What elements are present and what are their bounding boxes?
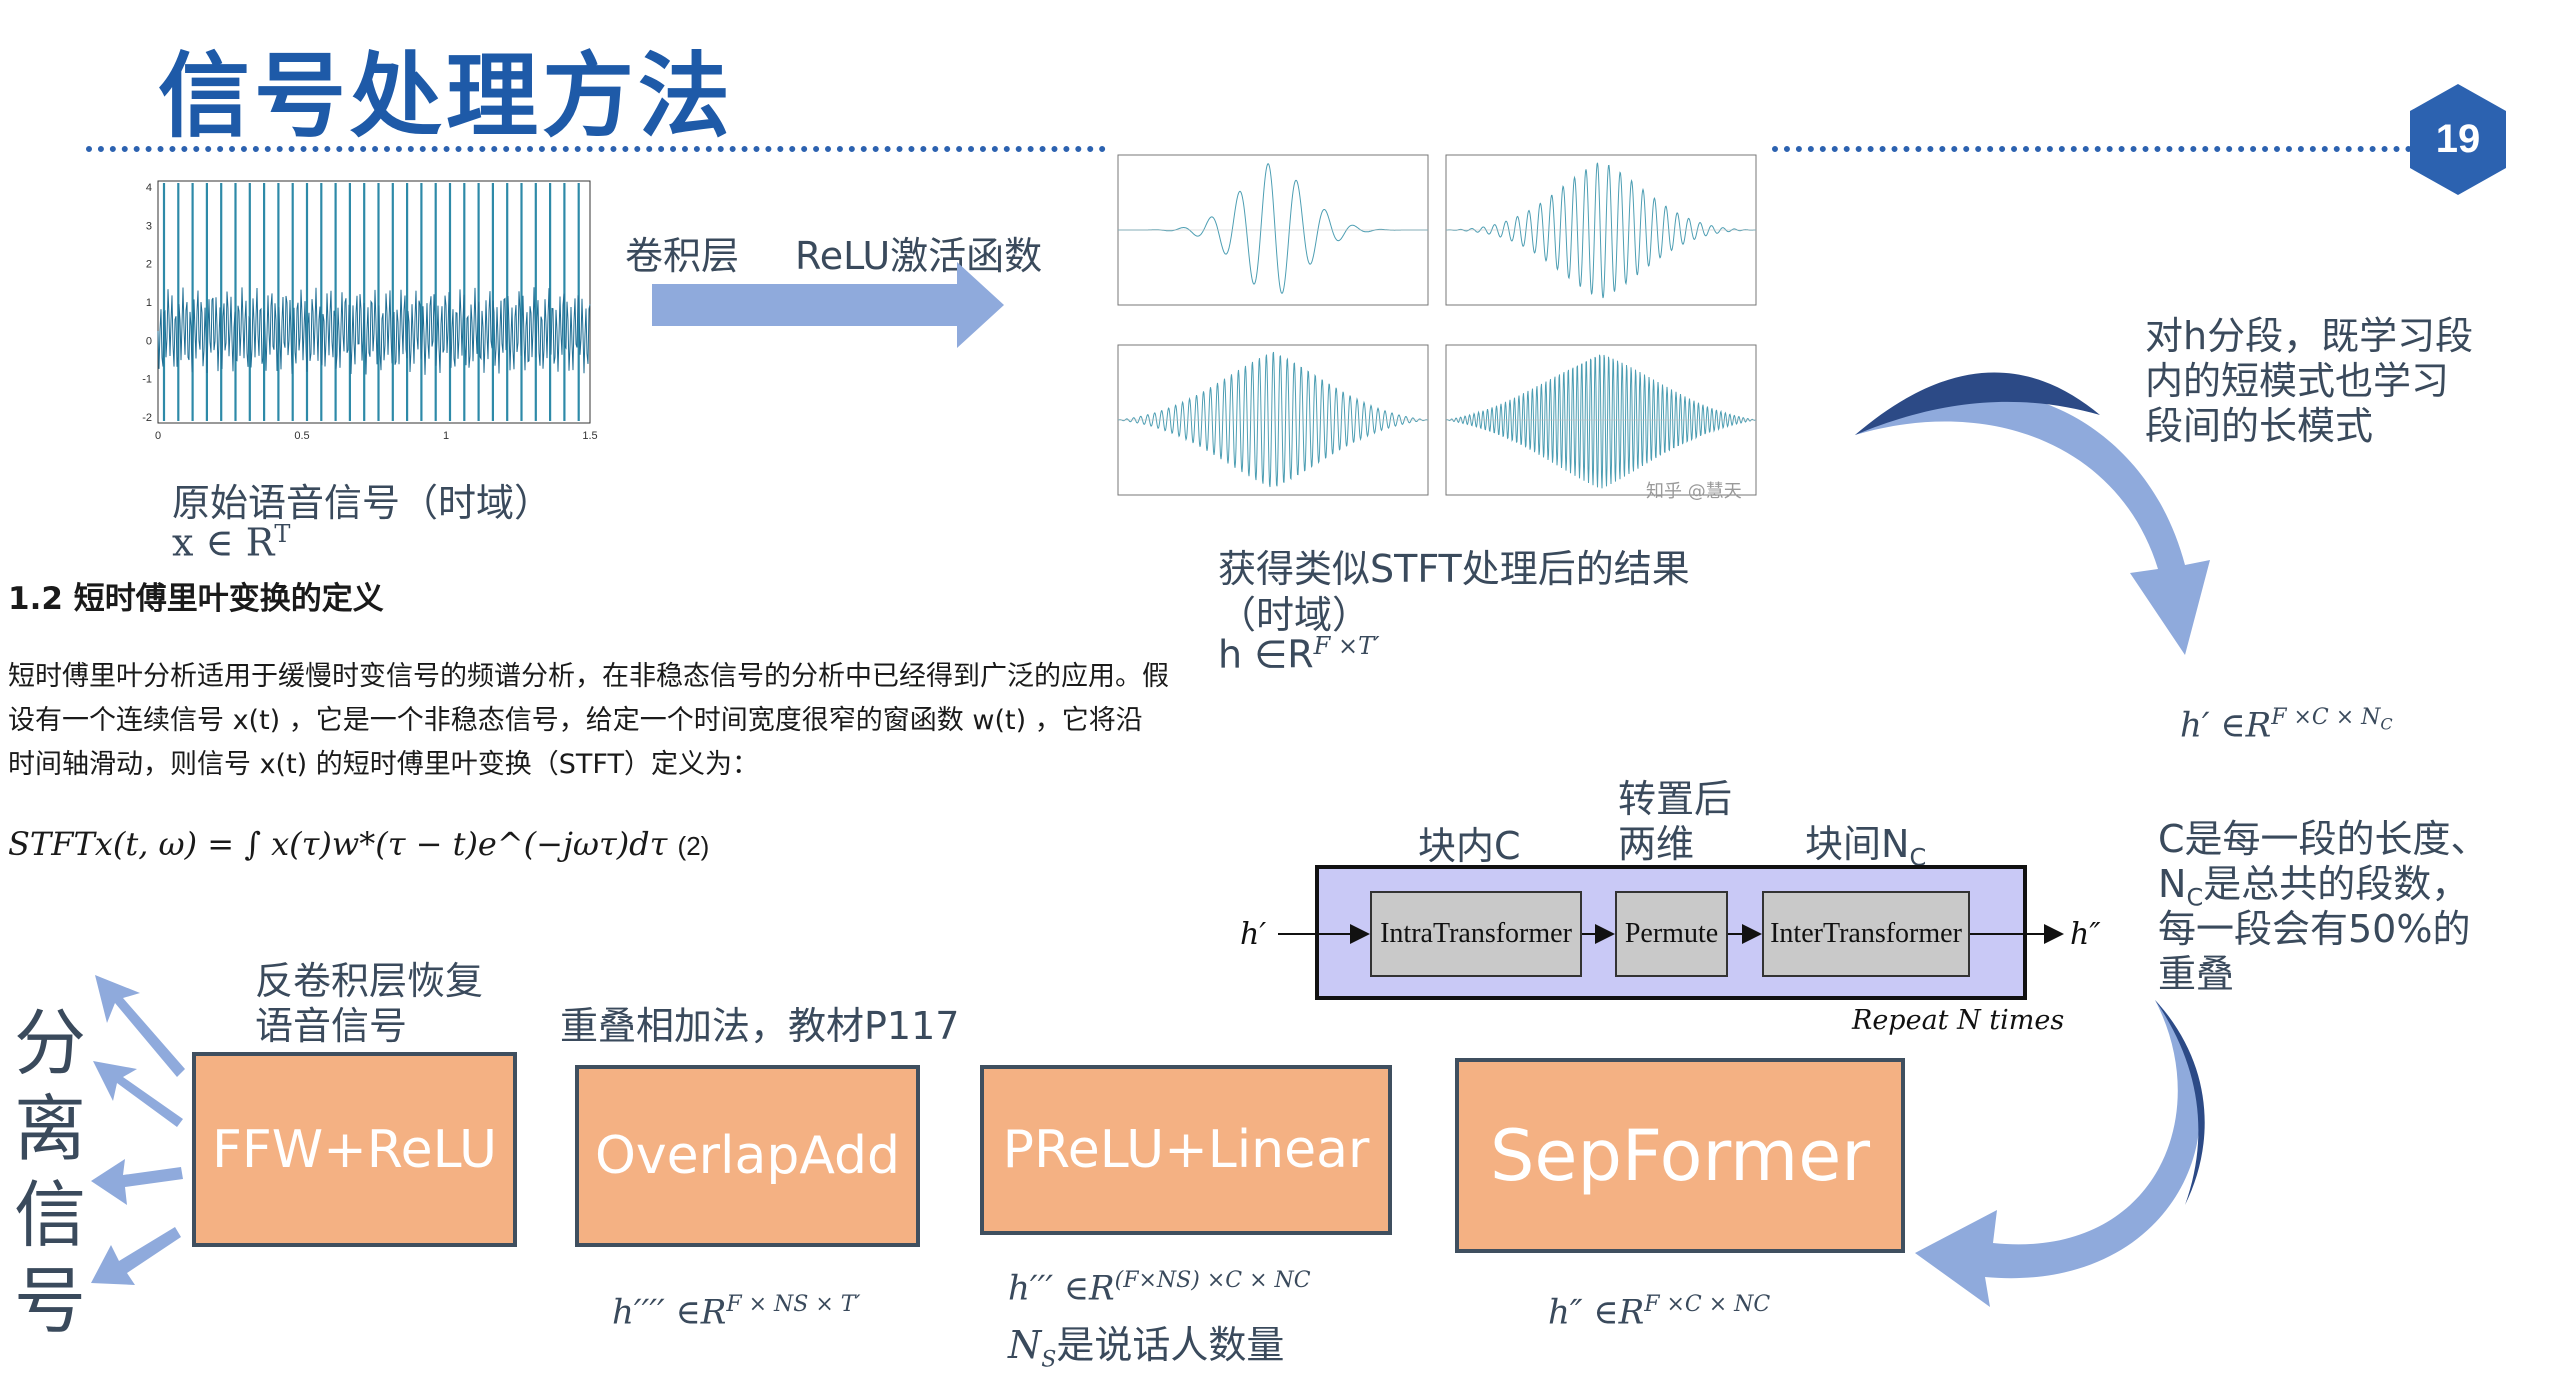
sepformer-input-label: h′ bbox=[1240, 917, 1267, 952]
x-tick-label: 1 bbox=[443, 430, 449, 442]
curved-arrow-icon-bottom bbox=[1915, 1000, 2205, 1307]
formula-h4: h′′′′ ∈RF × NS × T′ bbox=[612, 1292, 861, 1333]
y-tick-label: -2 bbox=[142, 412, 152, 424]
title-divider-right bbox=[1772, 146, 2412, 152]
y-tick-label: -1 bbox=[142, 374, 152, 386]
page-title: 信号处理方法 bbox=[158, 43, 735, 150]
sepformer-block: SepFormer bbox=[1455, 1058, 1905, 1253]
x-tick-label: 0.5 bbox=[294, 430, 309, 442]
prelu-linear-block: PReLU+Linear bbox=[980, 1065, 1392, 1235]
ffw-relu-block: FFW+ReLU bbox=[192, 1052, 517, 1247]
y-tick-label: 2 bbox=[146, 259, 152, 271]
speaker-count-note: NS是说话人数量 bbox=[1008, 1323, 1285, 1373]
page-number-badge: 19 bbox=[2408, 82, 2508, 197]
raw-signal-caption: 原始语音信号（时域） bbox=[172, 481, 553, 525]
watermark: 知乎 @慧天 bbox=[1646, 481, 1742, 502]
sepformer-flow-arrows bbox=[1278, 924, 2064, 944]
conv-arrow-icon bbox=[652, 262, 1004, 348]
chunk-note-line4: 重叠 bbox=[2158, 952, 2235, 996]
ffw-note-line1: 反卷积层恢复 bbox=[255, 959, 484, 1003]
stft-caption-line2: （时域） bbox=[1218, 593, 1371, 637]
chunk-note-line3: 每一段会有50%的 bbox=[2158, 907, 2471, 951]
intra-chunk-label: 块内C bbox=[1418, 824, 1521, 868]
y-tick-label: 4 bbox=[146, 182, 152, 194]
stft-equation: STFTx(t, ω) = ∫ x(τ)w*(τ − t)e^(−jωτ)dτ … bbox=[8, 825, 710, 863]
repeat-label: Repeat N times bbox=[1852, 1005, 2065, 1036]
doc-heading: 1.2 短时傅里叶变换的定义 bbox=[8, 581, 384, 617]
segment-note-line1: 对h分段，既学习段 bbox=[2145, 314, 2474, 358]
y-tick-label: 3 bbox=[146, 220, 152, 232]
segment-note-line3: 段间的长模式 bbox=[2145, 404, 2374, 448]
chunk-note-line2: NC是总共的段数， bbox=[2158, 862, 2470, 912]
overlap-add-block: OverlapAdd bbox=[575, 1065, 920, 1247]
transpose-label-line2: 两维 bbox=[1618, 822, 1695, 866]
y-tick-label: 1 bbox=[146, 297, 152, 309]
segment-note-line2: 内的短模式也学习 bbox=[2145, 359, 2450, 403]
transpose-label-line1: 转置后 bbox=[1618, 777, 1733, 821]
conv-layer-label: 卷积层 bbox=[625, 234, 740, 278]
curved-arrow-icon-top bbox=[1855, 372, 2210, 655]
sepformer-output-label: h″ bbox=[2070, 917, 2101, 952]
output-arrows-icon bbox=[91, 975, 185, 1285]
overlap-note: 重叠相加法，教材P117 bbox=[560, 1004, 960, 1048]
segment-formula: h′ ∈RF ×C × NC bbox=[2180, 705, 2393, 746]
ffw-note-line2: 语音信号 bbox=[255, 1004, 408, 1048]
page-number: 19 bbox=[2435, 117, 2481, 161]
inter-transformer-block: InterTransformer bbox=[1762, 891, 1970, 977]
stft-formula: h ∈RF ×T′ bbox=[1218, 632, 1380, 677]
raw-signal-formula: x ∈ RT bbox=[172, 520, 291, 565]
x-tick-label: 0 bbox=[155, 430, 161, 442]
doc-paragraph-line3: 时间轴滑动，则信号 x(t) 的短时傅里叶变换（STFT）定义为： bbox=[8, 749, 759, 780]
relu-label: ReLU激活函数 bbox=[795, 234, 1043, 278]
x-tick-label: 1.5 bbox=[582, 430, 597, 442]
formula-h3: h′′′ ∈R(F×NS) ×C × NC bbox=[1008, 1268, 1311, 1309]
permute-block: Permute bbox=[1615, 891, 1728, 977]
separated-signal-label: 分 离 信 号 bbox=[14, 1001, 87, 1343]
doc-paragraph-line1: 短时傅里叶分析适用于缓慢时变信号的频谱分析，在非稳态信号的分析中已经得到广泛的应… bbox=[8, 661, 1169, 692]
title-divider-left bbox=[86, 146, 1106, 152]
inter-chunk-label: 块间NC bbox=[1805, 822, 1927, 872]
chunk-note-line1: C是每一段的长度、 bbox=[2158, 817, 2489, 861]
doc-paragraph-line2: 设有一个连续信号 x(t) ，它是一个非稳态信号，给定一个时间宽度很窄的窗函数 … bbox=[8, 705, 1143, 736]
formula-h2: h″ ∈RF ×C × NC bbox=[1548, 1292, 1771, 1333]
stft-plots: 知乎 @慧天 bbox=[1108, 145, 1768, 515]
stft-caption-line1: 获得类似STFT处理后的结果 bbox=[1218, 547, 1690, 591]
y-tick-label: 0 bbox=[146, 335, 152, 347]
intra-transformer-block: IntraTransformer bbox=[1370, 891, 1582, 977]
